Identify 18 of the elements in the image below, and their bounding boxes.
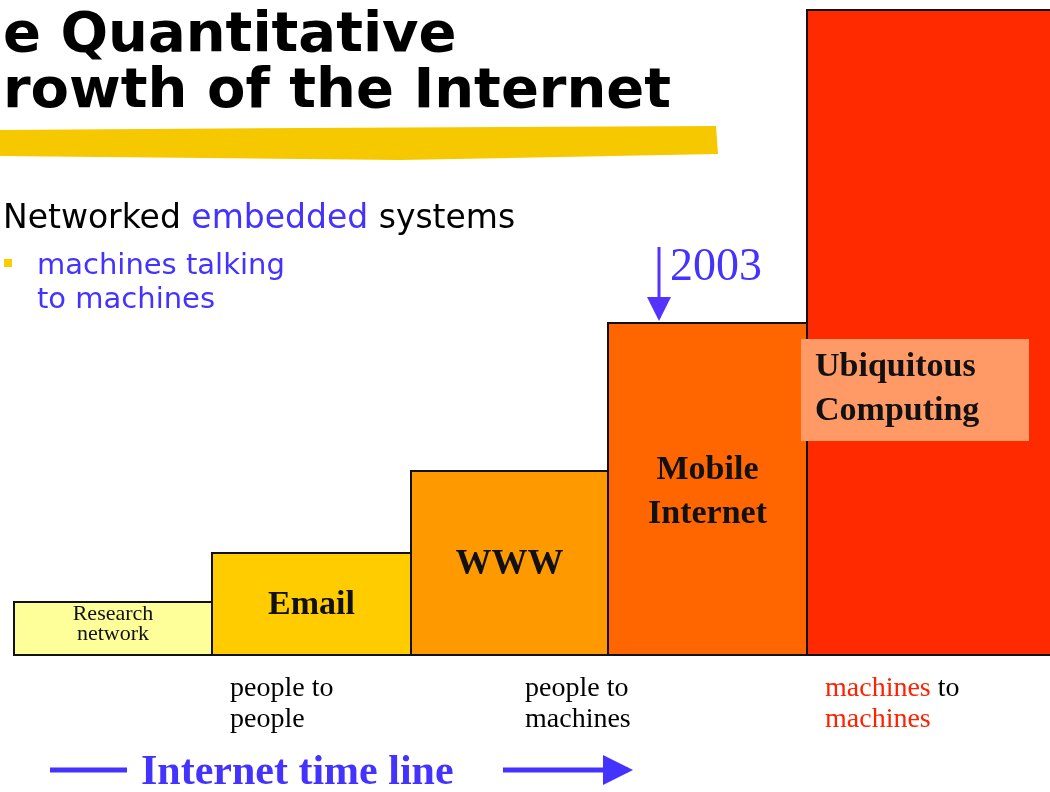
bar-label: WWW <box>454 542 565 584</box>
year-label: 2003 <box>670 240 762 290</box>
bar-label: Ubiquitous Computing <box>801 339 1029 441</box>
timeline-bar <box>410 470 609 656</box>
timeline-bar <box>211 552 412 656</box>
slide-title-line: e Quantitative <box>3 2 457 62</box>
bullet-text: machines talking to machines <box>37 247 286 315</box>
brush-stroke-bar <box>0 126 718 160</box>
category-caption: machines to machines <box>825 671 961 733</box>
bar-label: Email <box>267 584 356 623</box>
category-caption: people to machines <box>525 671 632 733</box>
bullet-heading: Networked embedded systems <box>3 197 516 236</box>
category-caption: people to people <box>230 671 335 733</box>
bar-label: Research network <box>71 603 155 647</box>
arrow <box>647 247 671 321</box>
bar-label: Mobile Internet <box>647 448 768 532</box>
timeline-bar <box>607 322 808 656</box>
timeline-bar <box>13 601 213 656</box>
